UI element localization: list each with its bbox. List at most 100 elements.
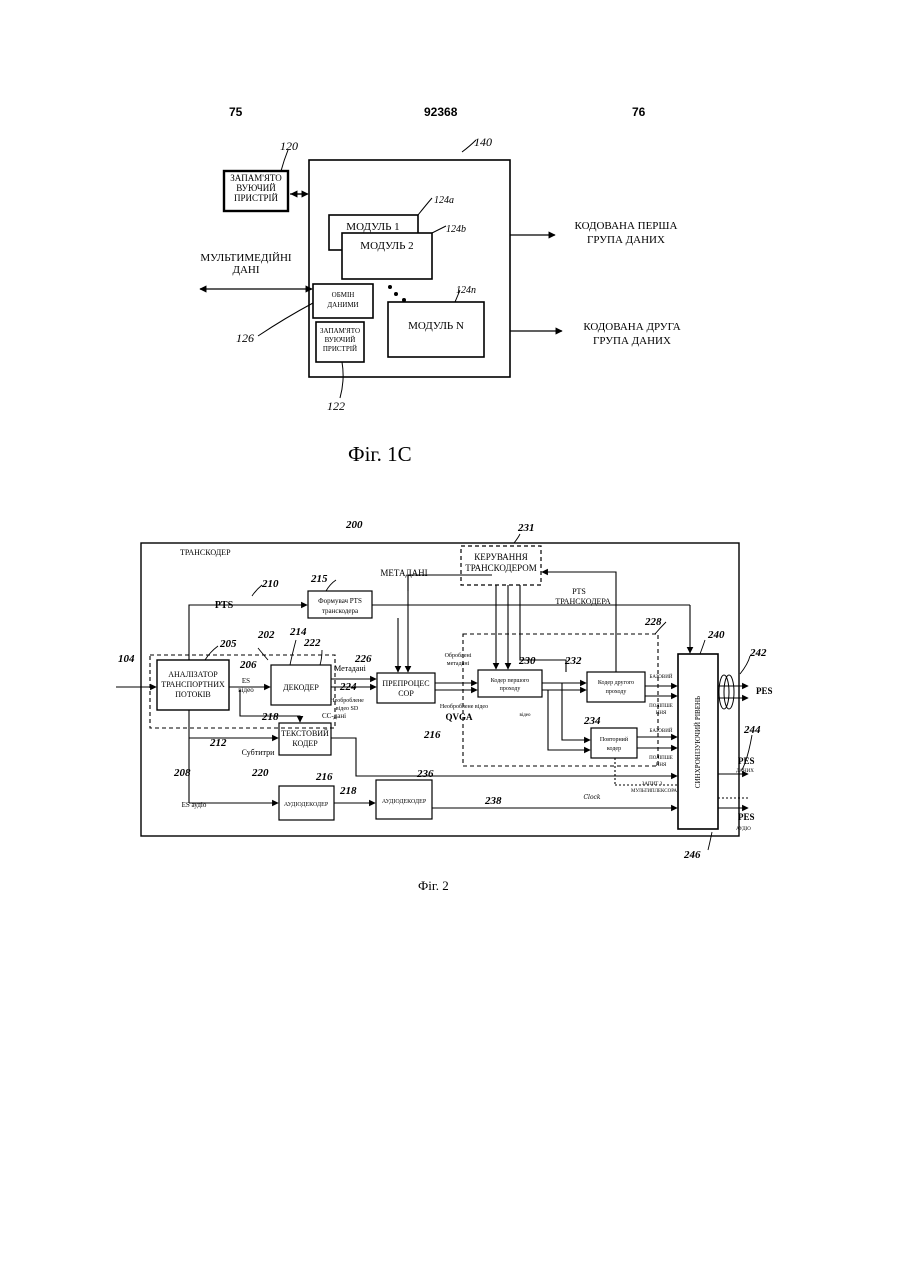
preprocessor-line-1: ПРЕПРОЦЕС [382, 679, 429, 688]
qvga-label: QVGA [446, 712, 474, 722]
ref-124n: 124n [456, 285, 476, 296]
second-pass-encoder-box [587, 672, 645, 702]
ref-126: 126 [236, 331, 254, 345]
pes-data-label: PES [738, 756, 755, 766]
second-pass-line-1: Кодер другого [598, 680, 634, 686]
figure-2-caption: Фіг. 2 [418, 878, 449, 894]
improve-1-line-2: ННЯ [656, 711, 667, 716]
pts-label: PTS [215, 600, 234, 611]
audio-decoder-label: АУДІОДЕКОДЕР [284, 802, 329, 808]
audio-decoder-2-label: АУДІОДЕКОДЕР [382, 799, 427, 805]
ref-216-a: 216 [423, 729, 441, 741]
first-pass-line-2: проходу [500, 686, 521, 692]
es-video-line-1: ES [242, 677, 250, 685]
memory-inner-line-2: ВУЮЧИЙ [325, 336, 356, 344]
memory-left-line-2: ВУЮЧИЙ [236, 183, 276, 193]
improve-2-line-2: ННЯ [656, 763, 667, 768]
ref-202: 202 [257, 629, 275, 641]
ref-224: 224 [339, 681, 357, 693]
improve-2-line-1: ПОЛІПШЕ [649, 756, 673, 761]
encoder-dashed-region [463, 634, 658, 766]
exchange-line-2: ДАНИМИ [327, 301, 358, 309]
metadata-small-label: Метадані [334, 664, 367, 673]
metadata-label: МЕТАДАНІ [380, 568, 427, 578]
figure-2 [116, 534, 752, 850]
ref-231: 231 [517, 522, 535, 534]
multimedia-line-2: ДАНІ [232, 264, 259, 276]
output-2-line-1: КОДОВАНА ДРУГА [583, 321, 680, 333]
ref-104: 104 [118, 653, 135, 665]
mux-request-line-2: МУЛЬТИПЛЕКСОРА [631, 789, 677, 794]
module-1-label: МОДУЛЬ 1 [346, 221, 399, 233]
ref-210: 210 [261, 578, 279, 590]
es-video-line-2: відео [238, 686, 254, 694]
ref-218-b: 218 [339, 785, 357, 797]
raw-sd-line-1: Необроблене [330, 697, 364, 704]
ref-122: 122 [327, 399, 345, 413]
ref-240: 240 [707, 629, 725, 641]
processed-meta-line-2: метадані [447, 661, 470, 667]
es-audio-label: ES аудіо [182, 801, 207, 809]
ref-226: 226 [354, 653, 372, 665]
ref-212: 212 [209, 737, 227, 749]
ref-238: 238 [484, 795, 502, 807]
preprocessor-line-2: СОР [398, 689, 414, 698]
mux-request-line-1: ЗАПИТ З [642, 782, 663, 787]
base-2-label: БАЗОВИЙ [650, 728, 673, 734]
analyzer-line-1: АНАЛІЗАТОР [168, 670, 218, 679]
ref-140: 140 [474, 135, 492, 149]
ref-200: 200 [345, 519, 363, 531]
ref-246: 246 [683, 849, 701, 861]
decoder-label: ДЕКОДЕР [283, 683, 319, 692]
pts-transcoder-line-2: ТРАНСКОДЕРА [555, 597, 610, 606]
figure-1c-caption: Фіг. 1С [348, 442, 412, 467]
ref-216-b: 216 [315, 771, 333, 783]
exchange-line-1: ОБМІН [332, 291, 355, 299]
second-pass-line-2: проходу [606, 689, 627, 695]
ref-220: 220 [251, 767, 269, 779]
analyzer-line-2: ТРАНСПОРТНИХ [161, 680, 225, 689]
pes-audio-label: PES [738, 812, 755, 822]
subtitles-label: Субтитри [242, 748, 275, 757]
pts-former-line-1: Формувач PTS [318, 597, 362, 605]
cc-data-label: СС-дані [322, 712, 346, 720]
memory-left-line-1: ЗАПАМ'ЯТО [230, 173, 282, 183]
ref-124b: 124b [446, 224, 466, 235]
ref-236: 236 [416, 768, 434, 780]
text-encoder-line-1: ТЕКСТОВИЙ [281, 729, 329, 738]
text-encoder-line-2: КОДЕР [292, 739, 318, 748]
raw-video-label: Необроблене відео [440, 703, 488, 710]
base-1-label: БАЗОВИЙ [650, 674, 673, 680]
ref-232: 232 [564, 655, 582, 667]
ref-205: 205 [219, 638, 237, 650]
analyzer-line-3: ПОТОКІВ [175, 690, 210, 699]
ref-208: 208 [173, 767, 191, 779]
memory-inner-line-3: ПРИСТРІЙ [323, 345, 357, 353]
ref-228: 228 [644, 616, 662, 628]
pts-former-line-2: транскодера [322, 607, 359, 615]
sync-layer-label: СИНХРОНІЗУЮЧИЙ РІВЕНЬ [694, 696, 702, 788]
multimedia-line-1: МУЛЬТИМЕДІЙНІ [200, 252, 291, 264]
module-2-label: МОДУЛЬ 2 [360, 240, 413, 252]
ref-206: 206 [239, 659, 257, 671]
ref-230: 230 [518, 655, 536, 667]
ref-234: 234 [583, 715, 601, 727]
ref-124a: 124a [434, 195, 454, 206]
ref-244: 244 [743, 724, 761, 736]
output-1-line-1: КОДОВАНА ПЕРША [575, 220, 678, 232]
ellipsis-dot [394, 292, 398, 296]
module-n-label: МОДУЛЬ N [408, 320, 464, 332]
preprocessor-box [377, 673, 435, 703]
re-encoder-box [591, 728, 637, 758]
control-line-1: КЕРУВАННЯ [474, 552, 528, 562]
clock-label: Clock [583, 794, 600, 801]
output-1-line-2: ГРУПА ДАНИХ [587, 234, 665, 246]
transcoder-label: ТРАНСКОДЕР [180, 548, 231, 557]
audio-small-label: АУДІО [736, 827, 751, 832]
ellipsis-dot [402, 298, 406, 302]
ellipsis-dot [388, 285, 392, 289]
processed-meta-line-1: Оброблені [445, 652, 472, 659]
memory-left-line-3: ПРИСТРІЙ [234, 193, 279, 203]
video-small-label: відео [519, 713, 531, 718]
